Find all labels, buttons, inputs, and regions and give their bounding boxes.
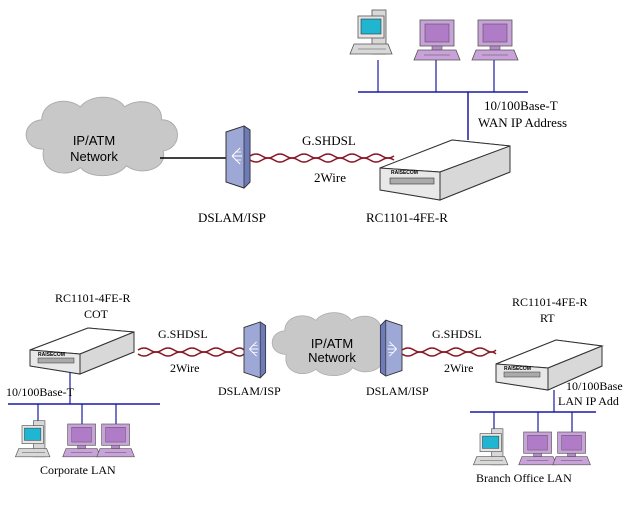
bottom-right-dsl-wire — [401, 347, 497, 353]
top-lan-line2: WAN IP Address — [478, 115, 567, 130]
top-cloud: IP/ATM Network — [25, 96, 178, 177]
top-cloud-line2: Network — [70, 149, 118, 164]
bottom-right-medium: 2Wire — [444, 361, 474, 375]
branch-pc-1 — [473, 428, 509, 466]
branch-pc-3 — [552, 431, 591, 466]
top-lan-line1: 10/100Base-T — [484, 98, 558, 113]
bottom-cloud-line1: IP/ATM — [311, 336, 353, 351]
rt-router: RAISECOM — [495, 339, 604, 391]
top-dslam-label: DSLAM/ISP — [198, 210, 266, 225]
top-router: RAISECOM — [379, 139, 511, 201]
bottom-cloud-line2: Network — [308, 350, 356, 365]
bottom-left-dslam-label: DSLAM/ISP — [218, 384, 281, 398]
cot-label-line2: COT — [84, 307, 109, 321]
bottom-right-lan-line2: LAN IP Add — [558, 394, 619, 408]
top-pc-2 — [413, 19, 461, 61]
bottom-cloud: IP/ATM Network — [271, 312, 395, 377]
branch-pc-2 — [518, 431, 557, 466]
bottom-left-medium: 2Wire — [170, 361, 200, 375]
corporate-pc-1 — [15, 420, 51, 458]
bottom-left-lan-speed: 10/100Base-T — [6, 385, 75, 399]
top-router-brand: RAISECOM — [391, 170, 418, 176]
branch-lan-label: Branch Office LAN — [476, 471, 572, 485]
top-cloud-line1: IP/ATM — [73, 133, 115, 148]
bottom-right-protocol: G.SHDSL — [432, 327, 482, 341]
top-dsl-wire — [249, 153, 395, 159]
top-link-medium: 2Wire — [314, 170, 346, 185]
top-pc-3 — [471, 19, 519, 61]
bottom-left-dslam — [243, 321, 267, 379]
corporate-pc-3 — [96, 423, 135, 458]
corporate-pc-2 — [62, 423, 101, 458]
cot-router: RAISECOM — [29, 327, 135, 375]
cot-brand: RAISECOM — [38, 352, 65, 358]
rt-brand: RAISECOM — [504, 366, 531, 372]
top-router-label: RC1101-4FE-R — [366, 210, 448, 225]
top-dslam — [225, 125, 251, 189]
bottom-left-protocol: G.SHDSL — [158, 327, 208, 341]
rt-label-line1: RC1101-4FE-R — [512, 295, 588, 309]
bottom-right-dslam — [379, 319, 403, 377]
bottom-right-lan-line1: 10/100Base — [566, 379, 623, 393]
top-pc-1 — [349, 9, 393, 55]
rt-label-line2: RT — [540, 311, 555, 325]
cot-label-line1: RC1101-4FE-R — [55, 291, 131, 305]
corporate-lan-label: Corporate LAN — [40, 463, 116, 477]
bottom-right-dslam-label: DSLAM/ISP — [366, 384, 429, 398]
top-link-protocol: G.SHDSL — [302, 133, 356, 148]
